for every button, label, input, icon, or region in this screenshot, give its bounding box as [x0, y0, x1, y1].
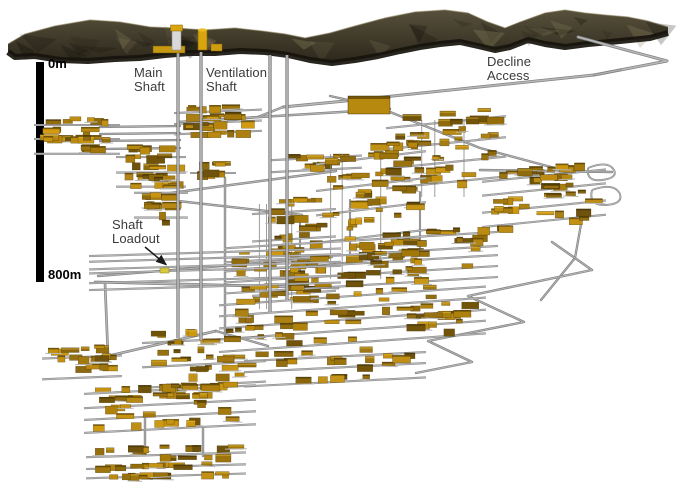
scale-top-label: 0m — [48, 56, 67, 71]
label-shaft-loadout-line1: Shaft — [112, 217, 143, 232]
shaft-lines — [176, 50, 289, 340]
label-main-shaft-line1: Main — [134, 65, 163, 80]
headframe-main-shaft — [171, 29, 182, 51]
scale-bottom-label: 800m — [48, 267, 82, 282]
surface-box — [210, 43, 223, 52]
scale-bar — [36, 62, 44, 282]
label-ventilation-shaft: Ventilation Shaft — [206, 66, 267, 94]
surface-structures — [152, 24, 223, 54]
label-shaft-loadout-line2: Loadout — [112, 231, 160, 246]
label-main-shaft-line2: Shaft — [134, 79, 165, 94]
label-decline-access-line2: Access — [487, 68, 530, 83]
stope-clusters — [34, 95, 607, 482]
headframe-ventilation-shaft — [197, 29, 208, 51]
label-main-shaft: Main Shaft — [134, 66, 165, 94]
label-shaft-loadout: Shaft Loadout — [112, 218, 160, 246]
label-decline-access-line1: Decline — [487, 54, 532, 69]
label-decline-access: Decline Access — [487, 55, 531, 83]
surface-building — [152, 45, 186, 54]
label-ventilation-shaft-line1: Ventilation — [206, 65, 268, 80]
terrain-surface — [6, 9, 677, 66]
label-ventilation-shaft-line2: Shaft — [206, 79, 237, 94]
shaft-loadout-arrow — [144, 246, 168, 266]
shaft-loadout-annotation — [144, 246, 170, 274]
shaft-loadout-marker — [159, 267, 170, 274]
